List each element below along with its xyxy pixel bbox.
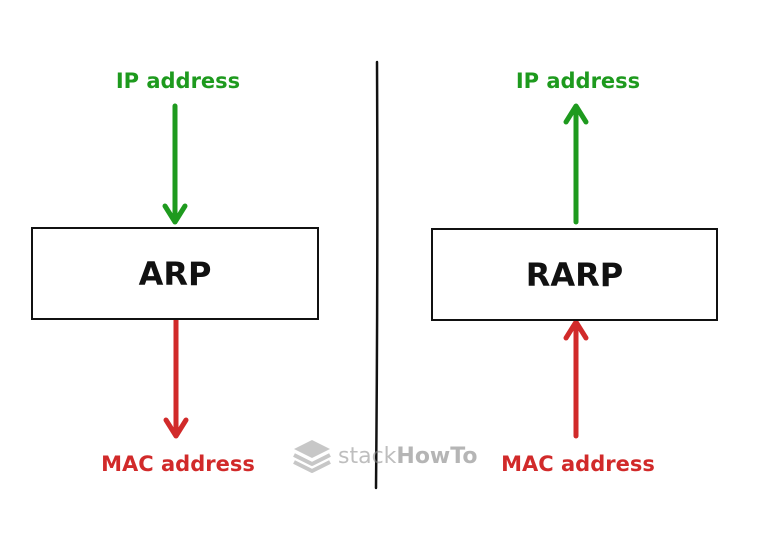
stackhowto-watermark: stackHowTo — [292, 438, 477, 474]
watermark-prefix: stack — [338, 443, 397, 469]
rarp-ip-label: IP address — [515, 69, 641, 93]
arp-ip-arrow — [162, 103, 188, 225]
watermark-text: stackHowTo — [338, 444, 477, 469]
rarp-box: RARP — [431, 228, 718, 321]
arp-mac-label: MAC address — [101, 452, 255, 476]
watermark-suffix: HowTo — [396, 443, 478, 469]
arp-mac-arrow — [163, 317, 189, 439]
arp-box-label: ARP — [138, 254, 212, 293]
center-divider — [374, 60, 379, 490]
rarp-box-label: RARP — [525, 255, 624, 294]
rarp-mac-label: MAC address — [501, 452, 655, 476]
arp-ip-label: IP address — [115, 69, 241, 93]
stack-logo-icon — [293, 440, 331, 473]
arp-box: ARP — [31, 227, 319, 320]
rarp-mac-arrow — [563, 319, 589, 439]
rarp-ip-arrow — [563, 103, 589, 225]
